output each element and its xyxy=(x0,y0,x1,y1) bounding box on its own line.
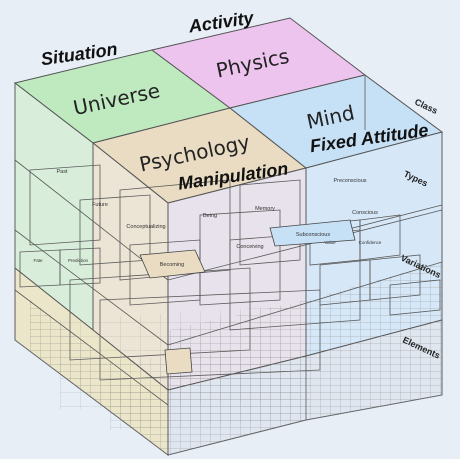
type-conceptualizing: Conceptualizing xyxy=(126,224,165,230)
variation-prediction: Prediction xyxy=(68,258,89,263)
becoming-box xyxy=(139,249,206,279)
type-past: Past xyxy=(56,169,67,175)
variation-fate: Fate xyxy=(33,258,43,263)
type-future: Future xyxy=(92,202,108,208)
type-subconscious: Subconscious xyxy=(296,232,330,238)
type-conceiving: Conceiving xyxy=(236,244,263,250)
type-conscious: Conscious xyxy=(352,210,378,216)
top-face xyxy=(13,17,444,204)
type-being: Being xyxy=(203,213,217,219)
small-inner-box xyxy=(164,347,193,375)
subconscious-box xyxy=(269,219,356,247)
type-preconscious: Preconscious xyxy=(333,178,366,184)
variation-confidence: Confidence xyxy=(359,240,382,245)
type-memory: Memory xyxy=(255,206,275,212)
type-becoming: Becoming xyxy=(160,262,184,268)
variation-value: Value xyxy=(324,240,336,245)
